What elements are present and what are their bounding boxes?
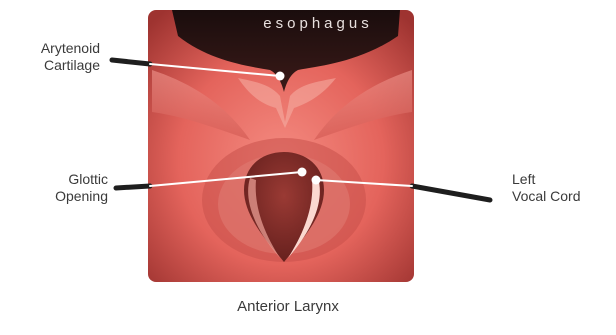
arytenoid-cartilage-label: Arytenoid Cartilage [6, 40, 100, 74]
left-vocal-cord-label: Left Vocal Cord [512, 171, 612, 205]
anterior-larynx-caption: Anterior Larynx [208, 298, 368, 315]
vocal-cord-pointer [312, 176, 321, 185]
glottic-label-line1: Glottic [6, 171, 108, 188]
arytenoid-label-line1: Arytenoid [6, 40, 100, 57]
arytenoid-pointer [276, 72, 285, 81]
arytenoid-label-line2: Cartilage [6, 57, 100, 74]
glottic-pointer [298, 168, 307, 177]
vocal-cord-label-line1: Left [512, 171, 612, 188]
vocal-cord-label-line2: Vocal Cord [512, 188, 612, 205]
glottic-opening-label: Glottic Opening [6, 171, 108, 205]
esophagus-label: esophagus [263, 15, 372, 32]
glottic-label-line2: Opening [6, 188, 108, 205]
